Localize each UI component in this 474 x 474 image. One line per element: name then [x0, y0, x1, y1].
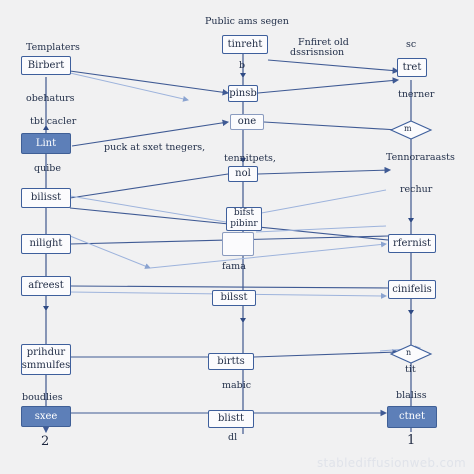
left-node-5[interactable]: afreest: [21, 276, 71, 296]
center-node-7[interactable]: birtts: [208, 353, 254, 370]
center-node-5-line2: pibinr: [230, 219, 258, 229]
right-label-blaliss: blaliss: [396, 390, 427, 401]
right-label-tennorarasts: Tennoraraasts: [386, 152, 455, 163]
header-title: Public ams segen: [205, 16, 289, 27]
left-node-4[interactable]: nilight: [21, 234, 71, 254]
arrowhead-l1: [43, 306, 49, 311]
left-node-6[interactable]: prihdur smmulfes: [21, 344, 71, 375]
right-label-rechur: rechur: [400, 184, 433, 195]
header-note-line1: Fnfiret old: [298, 37, 349, 48]
left-number: 2: [41, 434, 50, 449]
faint-connector-2: [69, 195, 227, 223]
faint-connector-1: [69, 72, 189, 102]
connector-8: [69, 285, 389, 289]
arrowhead-c1: [240, 73, 246, 78]
right-label-tnerner: tnerner: [398, 89, 435, 100]
faint-connector-6: [255, 225, 387, 233]
connector-3: [263, 121, 399, 131]
center-node-8[interactable]: blistt: [208, 410, 254, 428]
arrowhead-r1: [408, 218, 414, 223]
right-diamond-1-label: m: [404, 124, 412, 133]
center-label-tennips: tennitpets,: [224, 153, 276, 164]
left-node-6-line1: prihdur: [26, 347, 66, 358]
arrowhead-c3: [240, 318, 246, 323]
left-node-1[interactable]: Birbert: [21, 56, 71, 75]
center-node-tall[interactable]: [222, 232, 254, 256]
watermark: stablediffusionweb.com: [316, 456, 466, 470]
faint-connector-4: [255, 189, 387, 215]
arrowhead-r2: [408, 310, 414, 315]
header-note-line2: dssrisnsion: [290, 47, 345, 58]
center-node-5[interactable]: bifst pibinr: [226, 207, 262, 231]
right-diamond-2-label: n: [406, 348, 412, 357]
center-node-6[interactable]: bilsst: [212, 290, 256, 306]
center-label-puck: puck at sxet tnegers,: [104, 142, 206, 153]
connector-10: [253, 348, 400, 358]
arrowhead-l2: [43, 125, 49, 130]
left-node-2-accent[interactable]: Lint: [21, 133, 71, 154]
right-diamond-1: [389, 120, 433, 140]
templates-label: Templaters: [26, 42, 80, 53]
right-node-4-accent[interactable]: ctnet: [387, 406, 437, 428]
left-node-6-line2: smmulfes: [21, 360, 71, 371]
faint-connector-3: [69, 235, 151, 269]
left-label-quibe: quibe: [34, 163, 61, 174]
right-number: 1: [407, 433, 416, 448]
center-label-fama: fama: [222, 261, 246, 272]
center-label-bottom: dl: [228, 432, 238, 443]
connector-5: [257, 166, 392, 175]
left-label-tbt-cacler: tbt cacler: [30, 116, 77, 127]
right-node-2[interactable]: rfernist: [388, 234, 436, 253]
left-label-boudlies: boudlies: [22, 392, 63, 403]
faint-connector-5: [149, 241, 387, 269]
center-node-top[interactable]: tinreht: [222, 35, 268, 54]
right-diamond-2: [389, 344, 433, 364]
right-label-tit: tit: [405, 364, 416, 375]
right-node-3[interactable]: cinifelis: [388, 280, 436, 299]
center-label-top-sub: b: [239, 60, 246, 71]
connector-1a: [69, 70, 230, 96]
center-node-2[interactable]: pinsb: [228, 85, 258, 102]
center-node-5-line1: bifst: [233, 208, 255, 218]
connector-4: [69, 173, 229, 199]
header-code: sc: [406, 39, 417, 50]
connector-1b: [257, 77, 400, 94]
left-node-3[interactable]: bilisst: [21, 188, 71, 208]
center-node-3[interactable]: one: [230, 114, 264, 130]
center-node-4[interactable]: nol: [228, 166, 258, 182]
arrowhead-c2: [240, 158, 246, 163]
center-label-mabic: mabic: [222, 380, 252, 391]
left-label-obehaturs: obehaturs: [26, 93, 75, 104]
connector-2: [71, 119, 230, 147]
left-node-7-accent[interactable]: sxee: [21, 406, 71, 427]
connector-top: [267, 59, 400, 74]
right-node-1[interactable]: tret: [397, 58, 427, 77]
